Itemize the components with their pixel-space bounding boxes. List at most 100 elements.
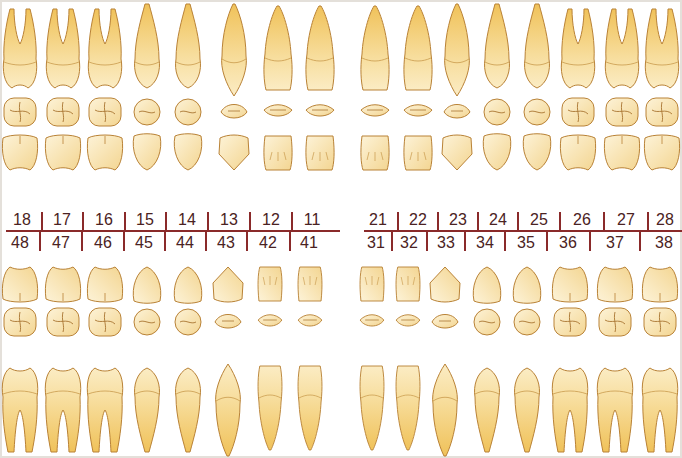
tooth-occlusal (298, 315, 322, 326)
tooth-occlusal (514, 309, 540, 335)
tooth-crown (604, 135, 639, 170)
tooth-occlusal (221, 105, 247, 119)
tooth-occlusal (4, 98, 36, 126)
tooth-number: 15 (136, 211, 154, 229)
tooth-occlusal (484, 99, 510, 125)
tooth-occlusal (554, 308, 586, 336)
tooth-side (176, 368, 201, 452)
tooth-occlusal (134, 309, 160, 335)
tooth-crown (306, 136, 334, 170)
tooth-number: 25 (530, 211, 548, 229)
tooth-number: 22 (409, 211, 427, 229)
tooth-side (361, 6, 389, 90)
tooth-number: 28 (656, 211, 674, 229)
number-grid (6, 212, 682, 251)
tooth-number: 23 (449, 211, 467, 229)
tooth-occlusal (134, 99, 160, 125)
tooth-number: 42 (259, 234, 277, 252)
tooth-number: 27 (617, 211, 635, 229)
tooth-occlusal (215, 315, 241, 329)
tooth-side (135, 4, 160, 88)
tooth-side (605, 9, 638, 88)
tooth-occlusal (606, 98, 638, 126)
tooth-side (87, 368, 122, 452)
tooth-side (552, 368, 587, 452)
tooth-crown (264, 136, 292, 170)
tooth-number: 17 (53, 211, 71, 229)
tooth-crown (87, 267, 122, 302)
tooth-occlusal (360, 315, 384, 326)
tooth-side (88, 9, 121, 88)
tooth-crown (87, 135, 122, 170)
tooth-number: 43 (217, 234, 235, 252)
tooth-number: 24 (489, 211, 507, 229)
tooth-crown (483, 134, 511, 170)
tooth-number: 31 (367, 234, 385, 252)
tooth-crown (361, 136, 389, 170)
tooth-side (3, 9, 36, 88)
tooth-occlusal (89, 308, 121, 336)
tooth-number: 37 (606, 234, 624, 252)
tooth-number: 32 (400, 234, 418, 252)
tooth-number: 35 (517, 234, 535, 252)
tooth-crown (219, 135, 249, 170)
tooth-crown (174, 267, 202, 303)
tooth-side (216, 364, 241, 456)
tooth-number: 41 (300, 234, 318, 252)
tooth-crown (442, 135, 472, 170)
tooth-occlusal (474, 309, 500, 335)
tooth-crown (642, 267, 677, 302)
tooth-crown (2, 135, 37, 170)
tooth-number: 45 (135, 234, 153, 252)
tooth-number: 46 (94, 234, 112, 252)
tooth-crown (133, 267, 161, 303)
tooth-side (176, 4, 201, 88)
tooth-side (597, 368, 632, 452)
tooth-occlusal (404, 105, 432, 116)
tooth-number: 11 (304, 211, 321, 229)
tooth-number: 48 (11, 234, 29, 252)
tooth-occlusal (89, 98, 121, 126)
tooth-side (404, 6, 432, 90)
tooth-crown (430, 267, 460, 302)
tooth-crown (298, 267, 322, 301)
tooth-side (264, 6, 292, 90)
tooth-crown (133, 134, 161, 170)
tooth-occlusal (646, 98, 678, 126)
tooth-crown (2, 267, 37, 302)
tooth-number: 16 (95, 211, 113, 229)
tooth-crown (45, 135, 80, 170)
tooth-occlusal (258, 315, 282, 326)
tooth-side (645, 9, 678, 88)
tooth-crown (523, 134, 551, 170)
tooth-occlusal (396, 315, 420, 326)
tooth-side (561, 9, 594, 88)
tooth-number: 12 (262, 211, 280, 229)
tooth-crown (513, 267, 541, 303)
tooth-crown (644, 135, 679, 170)
tooth-number: 18 (13, 211, 31, 229)
tooth-side (396, 366, 420, 450)
tooth-occlusal (599, 308, 631, 336)
tooth-number: 26 (573, 211, 591, 229)
tooth-occlusal (264, 105, 292, 116)
tooth-crown (597, 267, 632, 302)
tooth-crown (174, 134, 202, 170)
tooth-crown (560, 135, 595, 170)
tooth-side (360, 366, 384, 450)
tooth-side (135, 368, 160, 452)
tooth-number: 47 (52, 234, 70, 252)
tooth-occlusal (361, 105, 389, 116)
tooth-number: 38 (655, 234, 673, 252)
tooth-occlusal (444, 105, 470, 119)
tooth-occlusal (47, 98, 79, 126)
tooth-side (222, 4, 247, 96)
tooth-number: 21 (369, 211, 387, 229)
tooth-side (298, 366, 322, 450)
tooth-side (515, 368, 540, 452)
tooth-crown (404, 136, 432, 170)
tooth-side (445, 4, 470, 96)
